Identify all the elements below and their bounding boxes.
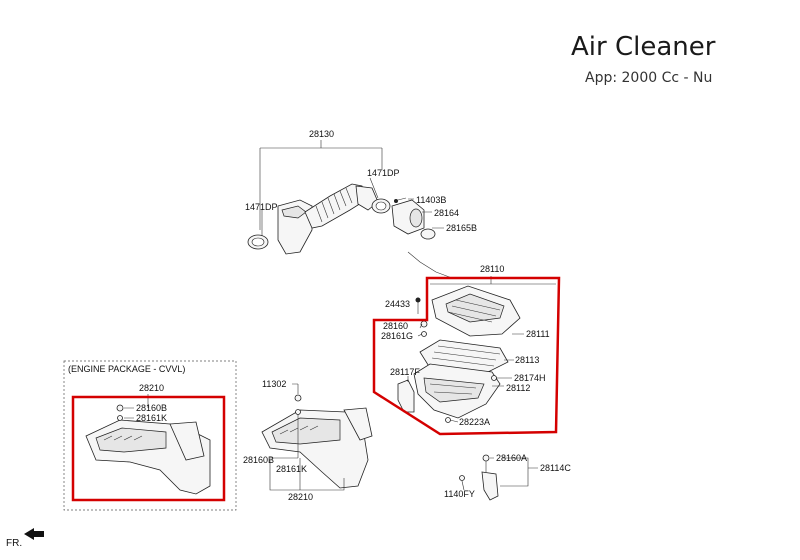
callout-28164: 28164	[434, 208, 459, 218]
callout-24433: 24433	[385, 299, 410, 309]
callout-28161k-box: 28161K	[136, 413, 167, 423]
page-title: Air Cleaner	[571, 32, 716, 62]
mounting-bracket-assembly[interactable]	[459, 454, 499, 501]
application-subtitle: App: 2000 Cc - Nu	[585, 70, 713, 86]
callout-28161g: 28161G	[381, 331, 413, 341]
callout-28110: 28110	[480, 264, 504, 274]
callout-28161k: 28161K	[276, 464, 307, 474]
callout-28210: 28210	[288, 492, 313, 502]
callout-11403b: 11403B	[416, 195, 446, 205]
intake-hose-assembly[interactable]	[247, 140, 436, 255]
front-marker-label: FR.	[6, 538, 22, 549]
callout-28174h: 28174H	[514, 373, 546, 383]
callout-28111: 28111	[526, 329, 550, 339]
front-arrow-icon	[24, 528, 44, 540]
air-cleaner-highlight	[372, 276, 561, 436]
package-duct-highlight	[71, 395, 226, 502]
callout-28210-box: 28210	[139, 383, 164, 393]
callout-1140fy: 1140FY	[444, 489, 475, 499]
callout-1471dp-right: 1471DP	[367, 168, 400, 178]
callout-28223a: 28223A	[459, 417, 490, 427]
engine-package-box	[63, 360, 237, 511]
package-box-label: (ENGINE PACKAGE - CVVL)	[68, 364, 185, 374]
callout-11302: 11302	[262, 379, 286, 389]
callout-28160b-box: 28160B	[136, 403, 167, 413]
callout-28114c: 28114C	[540, 463, 571, 473]
callout-28113: 28113	[515, 355, 539, 365]
callout-28117f: 28117F	[390, 367, 420, 377]
intake-duct-assembly[interactable]	[261, 384, 373, 489]
callout-28112: 28112	[506, 383, 530, 393]
callout-28160b: 28160B	[243, 455, 274, 465]
callout-28160: 28160	[383, 321, 408, 331]
callout-28165b: 28165B	[446, 223, 477, 233]
callout-28160a: 28160A	[496, 453, 527, 463]
callout-28130: 28130	[309, 129, 334, 139]
air-cleaner-main-assembly[interactable]	[397, 285, 521, 423]
callout-1471dp-left: 1471DP	[245, 202, 278, 212]
cvvl-intake-duct[interactable]	[85, 404, 211, 495]
